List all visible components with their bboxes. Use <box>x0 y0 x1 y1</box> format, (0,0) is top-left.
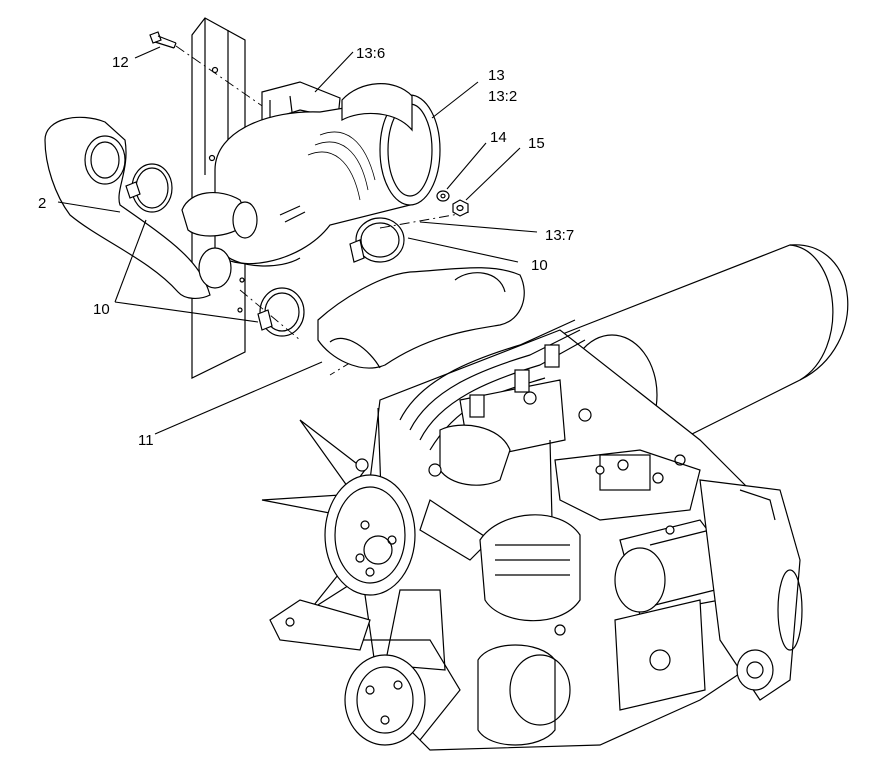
callout-11: 11 <box>138 432 154 449</box>
callout-leader-lines <box>57 46 538 435</box>
intake-hose-part-2 <box>44 116 232 299</box>
callout-2: 2 <box>38 195 46 212</box>
hose-clamp-part-10-right <box>349 217 405 263</box>
air-cleaner-assembly <box>181 81 441 267</box>
callout-13: 13 <box>488 67 505 84</box>
callout-15: 15 <box>528 135 545 152</box>
air-inlet-elbow-part-11 <box>317 267 525 369</box>
callout-13-6: 13:6 <box>356 45 385 62</box>
leader-2 <box>57 201 121 213</box>
leader-15 <box>465 147 521 201</box>
bolt-part-12 <box>149 31 177 49</box>
callout-10-right: 10 <box>531 257 548 274</box>
leader-11 <box>154 361 323 435</box>
callout-labels: 12 13:6 13 13:2 14 15 2 13:7 10 10 11 <box>38 45 574 449</box>
nut-part-15 <box>452 199 469 217</box>
hose-clamp-part-10-lower <box>257 287 305 337</box>
leader-10-right <box>407 237 519 263</box>
leader-13-6 <box>314 51 354 93</box>
leader-10-left-a <box>114 219 147 303</box>
leader-13-7 <box>419 221 538 233</box>
engine-assembly <box>261 244 849 751</box>
hose-clamp-part-10-upper <box>125 163 173 213</box>
washer-part-14 <box>436 190 450 202</box>
leader-13 <box>431 81 479 119</box>
leader-10-left-b <box>114 301 259 323</box>
callout-12: 12 <box>112 54 129 71</box>
callout-14: 14 <box>490 129 507 146</box>
leader-14 <box>446 142 487 190</box>
callout-10-left: 10 <box>93 301 110 318</box>
callout-13-2: 13:2 <box>488 88 517 105</box>
leader-12 <box>134 46 161 59</box>
callout-13-7: 13:7 <box>545 227 574 244</box>
